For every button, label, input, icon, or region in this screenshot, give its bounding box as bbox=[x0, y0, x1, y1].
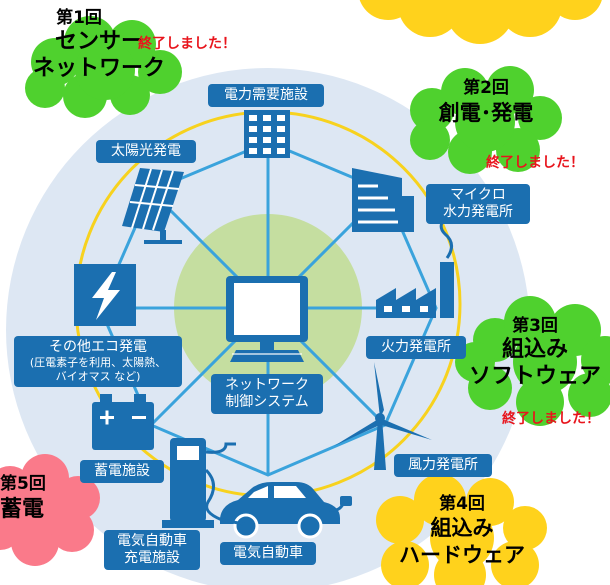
node-storage: 蓄電施設 bbox=[80, 460, 164, 483]
node-ev-charging-line1: 電気自動車 bbox=[117, 533, 187, 549]
session-1-line2: ネットワーク bbox=[32, 56, 165, 81]
node-solar: 太陽光発電 bbox=[96, 140, 196, 163]
dam-icon bbox=[352, 168, 414, 232]
monitor-icon bbox=[226, 276, 308, 362]
node-micro-hydro-line2: 水力発電所 bbox=[443, 204, 513, 220]
center-line1: ネットワーク bbox=[225, 377, 309, 393]
node-ev-charging-line2: 充電施設 bbox=[124, 550, 180, 566]
node-ev-charging: 電気自動車 充電施設 bbox=[104, 530, 200, 570]
session-2-status: 終了しました！ bbox=[486, 155, 584, 171]
node-wind-label: 風力発電所 bbox=[408, 457, 478, 473]
electric-car-icon bbox=[220, 482, 352, 539]
node-other-eco-line1: (圧電素子を利用、太陽熱、 bbox=[29, 356, 167, 369]
node-micro-hydro: マイクロ 水力発電所 bbox=[426, 184, 530, 224]
battery-icon bbox=[92, 394, 154, 450]
center-label: ネットワーク 制御システム bbox=[211, 374, 323, 414]
node-ev-label: 電気自動車 bbox=[233, 545, 303, 561]
session-1-line1: センサー bbox=[54, 29, 143, 54]
cloud-session-3 bbox=[455, 296, 610, 426]
factory-icon bbox=[376, 212, 454, 318]
session-5-number: 第5回 bbox=[0, 474, 46, 494]
charging-station-icon bbox=[162, 438, 245, 528]
session-1-number: 第1回 bbox=[56, 8, 102, 28]
node-other-eco-line2: バイオマス など) bbox=[55, 370, 141, 383]
node-other-eco: その他エコ発電 (圧電素子を利用、太陽熱、 バイオマス など) bbox=[14, 336, 182, 387]
node-other-eco-title: その他エコ発電 bbox=[49, 339, 147, 355]
session-5-text: 第5回 蓄電 bbox=[0, 474, 60, 526]
session-4-number: 第4回 bbox=[439, 494, 485, 514]
lightning-icon bbox=[74, 264, 136, 326]
session-1-status: 終了しました！ bbox=[138, 36, 236, 52]
cloud-session-1 bbox=[25, 16, 182, 118]
node-thermal: 火力発電所 bbox=[366, 336, 466, 359]
cloud-session-5 bbox=[0, 454, 100, 566]
node-power-demand: 電力需要施設 bbox=[208, 84, 324, 107]
node-storage-label: 蓄電施設 bbox=[94, 463, 150, 479]
wind-turbine-icon bbox=[334, 362, 432, 470]
session-3-number: 第3回 bbox=[512, 316, 558, 336]
node-micro-hydro-line1: マイクロ bbox=[450, 187, 506, 203]
session-3-text: 第3回 組込み ソフトウェア bbox=[460, 316, 610, 390]
session-1-text: 第1回 センサー ネットワーク bbox=[24, 8, 174, 82]
session-2-line1: 創電･発電 bbox=[438, 101, 534, 125]
session-5-line1: 蓄電 bbox=[0, 497, 45, 522]
session-3-status: 終了しました！ bbox=[502, 411, 600, 427]
solar-panel-icon bbox=[122, 168, 184, 244]
session-4-line2: ハードウェア bbox=[399, 543, 525, 567]
node-solar-label: 太陽光発電 bbox=[111, 143, 181, 159]
session-2-text: 第2回 創電･発電 bbox=[408, 78, 564, 128]
node-wind: 風力発電所 bbox=[394, 454, 492, 477]
building-icon bbox=[244, 110, 290, 158]
cloud-session-2 bbox=[410, 66, 562, 174]
session-4-line1: 組込み bbox=[430, 516, 494, 540]
node-thermal-label: 火力発電所 bbox=[381, 339, 451, 355]
session-4-text: 第4回 組込み ハードウェア bbox=[384, 494, 540, 568]
session-2-number: 第2回 bbox=[463, 78, 509, 98]
session-3-line2: ソフトウェア bbox=[468, 364, 601, 389]
session-3-line1: 組込み bbox=[501, 337, 568, 362]
node-power-demand-label: 電力需要施設 bbox=[224, 87, 308, 103]
yellow-cloud-top bbox=[359, 0, 602, 44]
center-line2: 制御システム bbox=[225, 394, 309, 410]
node-ev: 電気自動車 bbox=[220, 542, 316, 565]
cloud-session-4 bbox=[376, 474, 547, 585]
